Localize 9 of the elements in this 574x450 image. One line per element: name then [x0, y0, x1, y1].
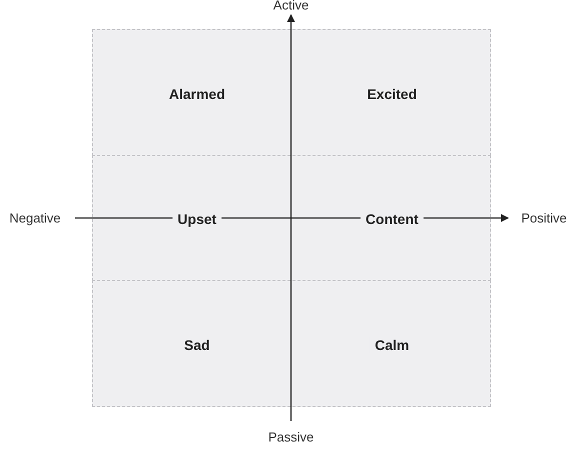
- axis-label: Negative: [9, 210, 61, 226]
- axis-label: Passive: [268, 430, 314, 444]
- quadrant-band: [92, 155, 491, 281]
- axis-label: Positive: [521, 210, 567, 226]
- axis-label: Active: [273, 0, 309, 12]
- emotion-label: Upset: [172, 211, 222, 227]
- quadrant-band: [92, 280, 491, 407]
- emotion-label: Content: [360, 211, 424, 227]
- quadrant-band: [92, 29, 491, 156]
